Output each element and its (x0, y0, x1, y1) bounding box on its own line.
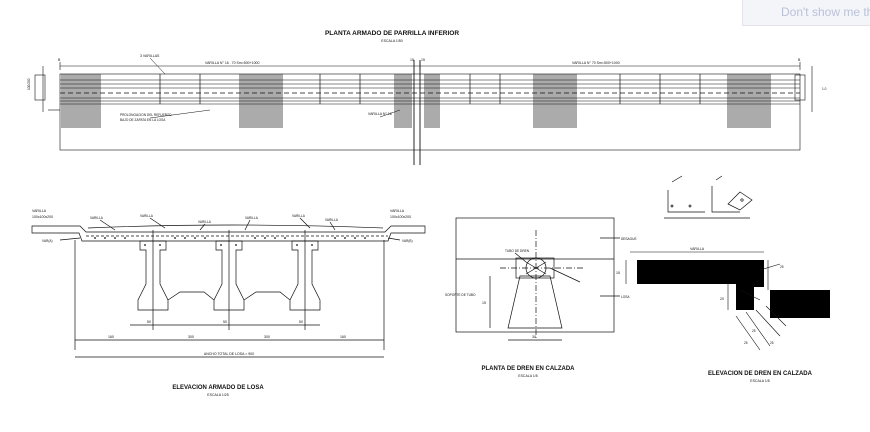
drain-plan-title: PLANTA DE DREN EN CALZADA (482, 366, 576, 372)
drain-elev-d2: 25 (752, 329, 756, 333)
plan-note-b: BAJO DE ZAPATA EN LA LOSA (120, 118, 166, 122)
elev-beam-dim-2: 50 (223, 320, 227, 324)
drain-elev-scale: ESCALA 1/5 (750, 379, 770, 383)
elev-right-label-a: VARILLA (390, 209, 405, 213)
elev-bar-label-2: VARILLA (140, 214, 154, 218)
drain-plan: TUBO DE DREN DESAGUE SOPORTE DE TUBO LOS… (445, 217, 637, 378)
drain-elevation: VARILLA 15 20 25 25 25 25 ELEVACION DE D… (616, 175, 830, 383)
elev-bar-label-3: VARILLA (198, 220, 212, 224)
drain-side-label: SOPORTE DE TUBO (445, 293, 476, 297)
drain-elev-d4: 25 (780, 265, 784, 269)
plan-scale: ESCALA 1/50 (381, 39, 402, 43)
drain-elev-d3: 25 (770, 341, 774, 345)
elev-left-label-a: VARILLA (32, 209, 47, 213)
plan-note-a: PROLONGACION DEL REFUERZO (120, 113, 172, 117)
elevation-title: ELEVACION ARMADO DE LOSA (172, 385, 264, 391)
drain-elev-side-dim: 20 (720, 297, 724, 301)
plan-label-top-left: 3 VARILLAS (140, 54, 160, 58)
dismiss-banner-button[interactable]: Don't show me this again (742, 0, 870, 26)
elevation-scale: ESCALA 1/25 (207, 393, 228, 397)
elev-right-label-b: 100x100x200 (390, 215, 411, 219)
elev-dim-right: 160 (340, 335, 346, 339)
plan-left-dim: 100/200 (27, 78, 31, 90)
grid-label-mid-a: 15 (410, 58, 414, 62)
slab-elevation: VARILLA 100x100x200 VARILLA 100x100x200 … (31, 209, 426, 397)
elev-beam-dim-3: 50 (299, 320, 303, 324)
drain-pipe-label: TUBO DE DREN (505, 249, 530, 253)
grid-label-left: B (58, 58, 61, 62)
plan-view: PLANTA ARMADO DE PARRILLA INFERIOR ESCAL… (27, 30, 827, 165)
elev-side-label-r: VAR(B) (402, 239, 413, 243)
drain-losa-label: LOSA (621, 295, 630, 299)
plan-label-rebar-a: VARILLA N° 16 . 70 Sm=500+1000 (205, 61, 260, 65)
grid-label-right: B (798, 58, 801, 62)
elev-dim-mid1: 300 (188, 335, 194, 339)
elev-bar-label-1: VARILLA (90, 216, 104, 220)
elev-left-label-b: 100x100x200 (32, 215, 53, 219)
elev-bar-label-5: VARILLA (292, 214, 306, 218)
elev-bar-label-6: VARILLA (325, 218, 339, 222)
elev-dim-total: ANCHO TOTAL DE LOSA = 900 (204, 352, 254, 356)
plan-label-mid: VARILLA N° 16 (368, 112, 392, 116)
drain-elev-top-label: VARILLA (690, 247, 705, 251)
drain-outlet-label: DESAGUE (621, 237, 637, 241)
elev-dim-left: 160 (108, 335, 114, 339)
elev-bar-label-4: VARILLA (245, 216, 259, 220)
plan-title: PLANTA ARMADO DE PARRILLA INFERIOR (325, 30, 459, 37)
grid-label-mid-b: 15 (421, 58, 425, 62)
elev-beam-dim-1: 50 (147, 320, 151, 324)
drain-elev-title: ELEVACION DE DREN EN CALZADA (708, 371, 813, 377)
drain-dim-side: 15 (482, 301, 486, 305)
drain-elev-d1: 25 (744, 341, 748, 345)
plan-label-rebar-b: VARILLA N° 70 Sm=500+1000 (572, 61, 620, 65)
drain-dim-bottom: 30 (532, 335, 536, 339)
drain-elev-left-dim: 15 (616, 271, 620, 275)
drain-plan-scale: ESCALA 1/5 (518, 374, 538, 378)
elev-side-label-l: VAR(A) (42, 239, 53, 243)
elev-dim-mid2: 300 (264, 335, 270, 339)
plan-right-dim: 1.0 (822, 87, 827, 91)
